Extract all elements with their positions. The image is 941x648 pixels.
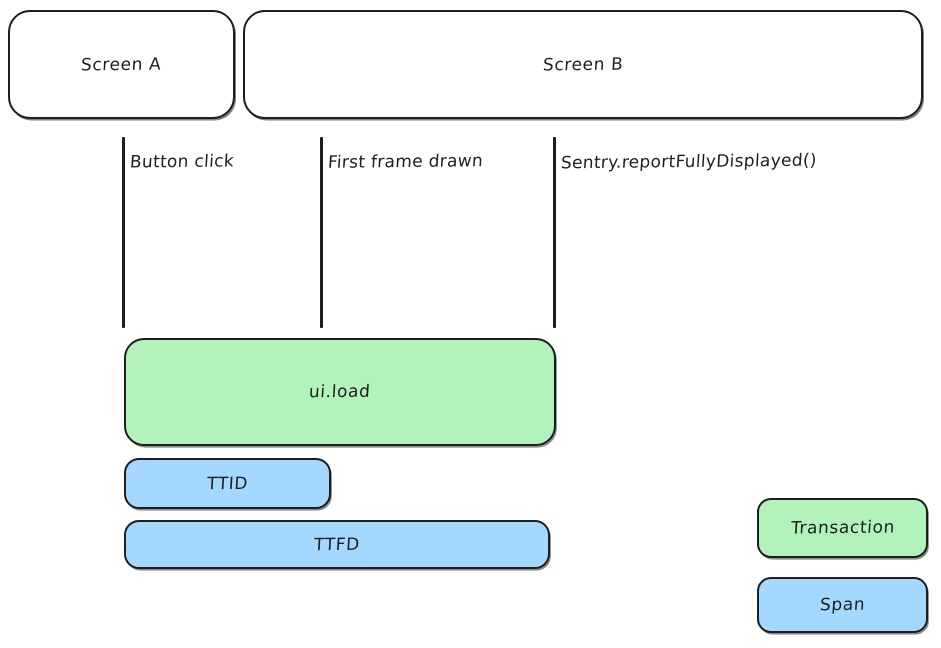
event-marker-label-button-click: Button click <box>129 151 235 173</box>
legend-item-transaction: Transaction <box>757 498 928 558</box>
screen-box-label: Screen A <box>80 54 163 75</box>
legend-item-label: Transaction <box>789 517 896 539</box>
event-marker-label-first-frame: First frame drawn <box>327 151 484 173</box>
event-marker-line-first-frame <box>320 137 323 328</box>
timeline-bar-ui-load[interactable]: ui.load <box>124 338 556 446</box>
screen-box-screen-b[interactable]: Screen B <box>243 10 923 119</box>
screen-box-screen-a[interactable]: Screen A <box>8 10 235 119</box>
timeline-bar-label: TTFD <box>313 534 361 555</box>
legend-item-span: Span <box>757 577 928 633</box>
event-marker-label-fully-displayed: Sentry.reportFullyDisplayed() <box>560 150 818 174</box>
timeline-bar-ttfd[interactable]: TTFD <box>124 520 550 569</box>
screen-box-label: Screen B <box>542 54 624 75</box>
timeline-bar-label: ui.load <box>308 381 372 403</box>
timeline-bar-ttid[interactable]: TTID <box>124 458 331 509</box>
legend-item-label: Span <box>819 594 866 616</box>
event-marker-line-fully-displayed <box>553 137 556 328</box>
event-marker-line-button-click <box>122 137 125 328</box>
timeline-bar-label: TTID <box>206 473 249 494</box>
